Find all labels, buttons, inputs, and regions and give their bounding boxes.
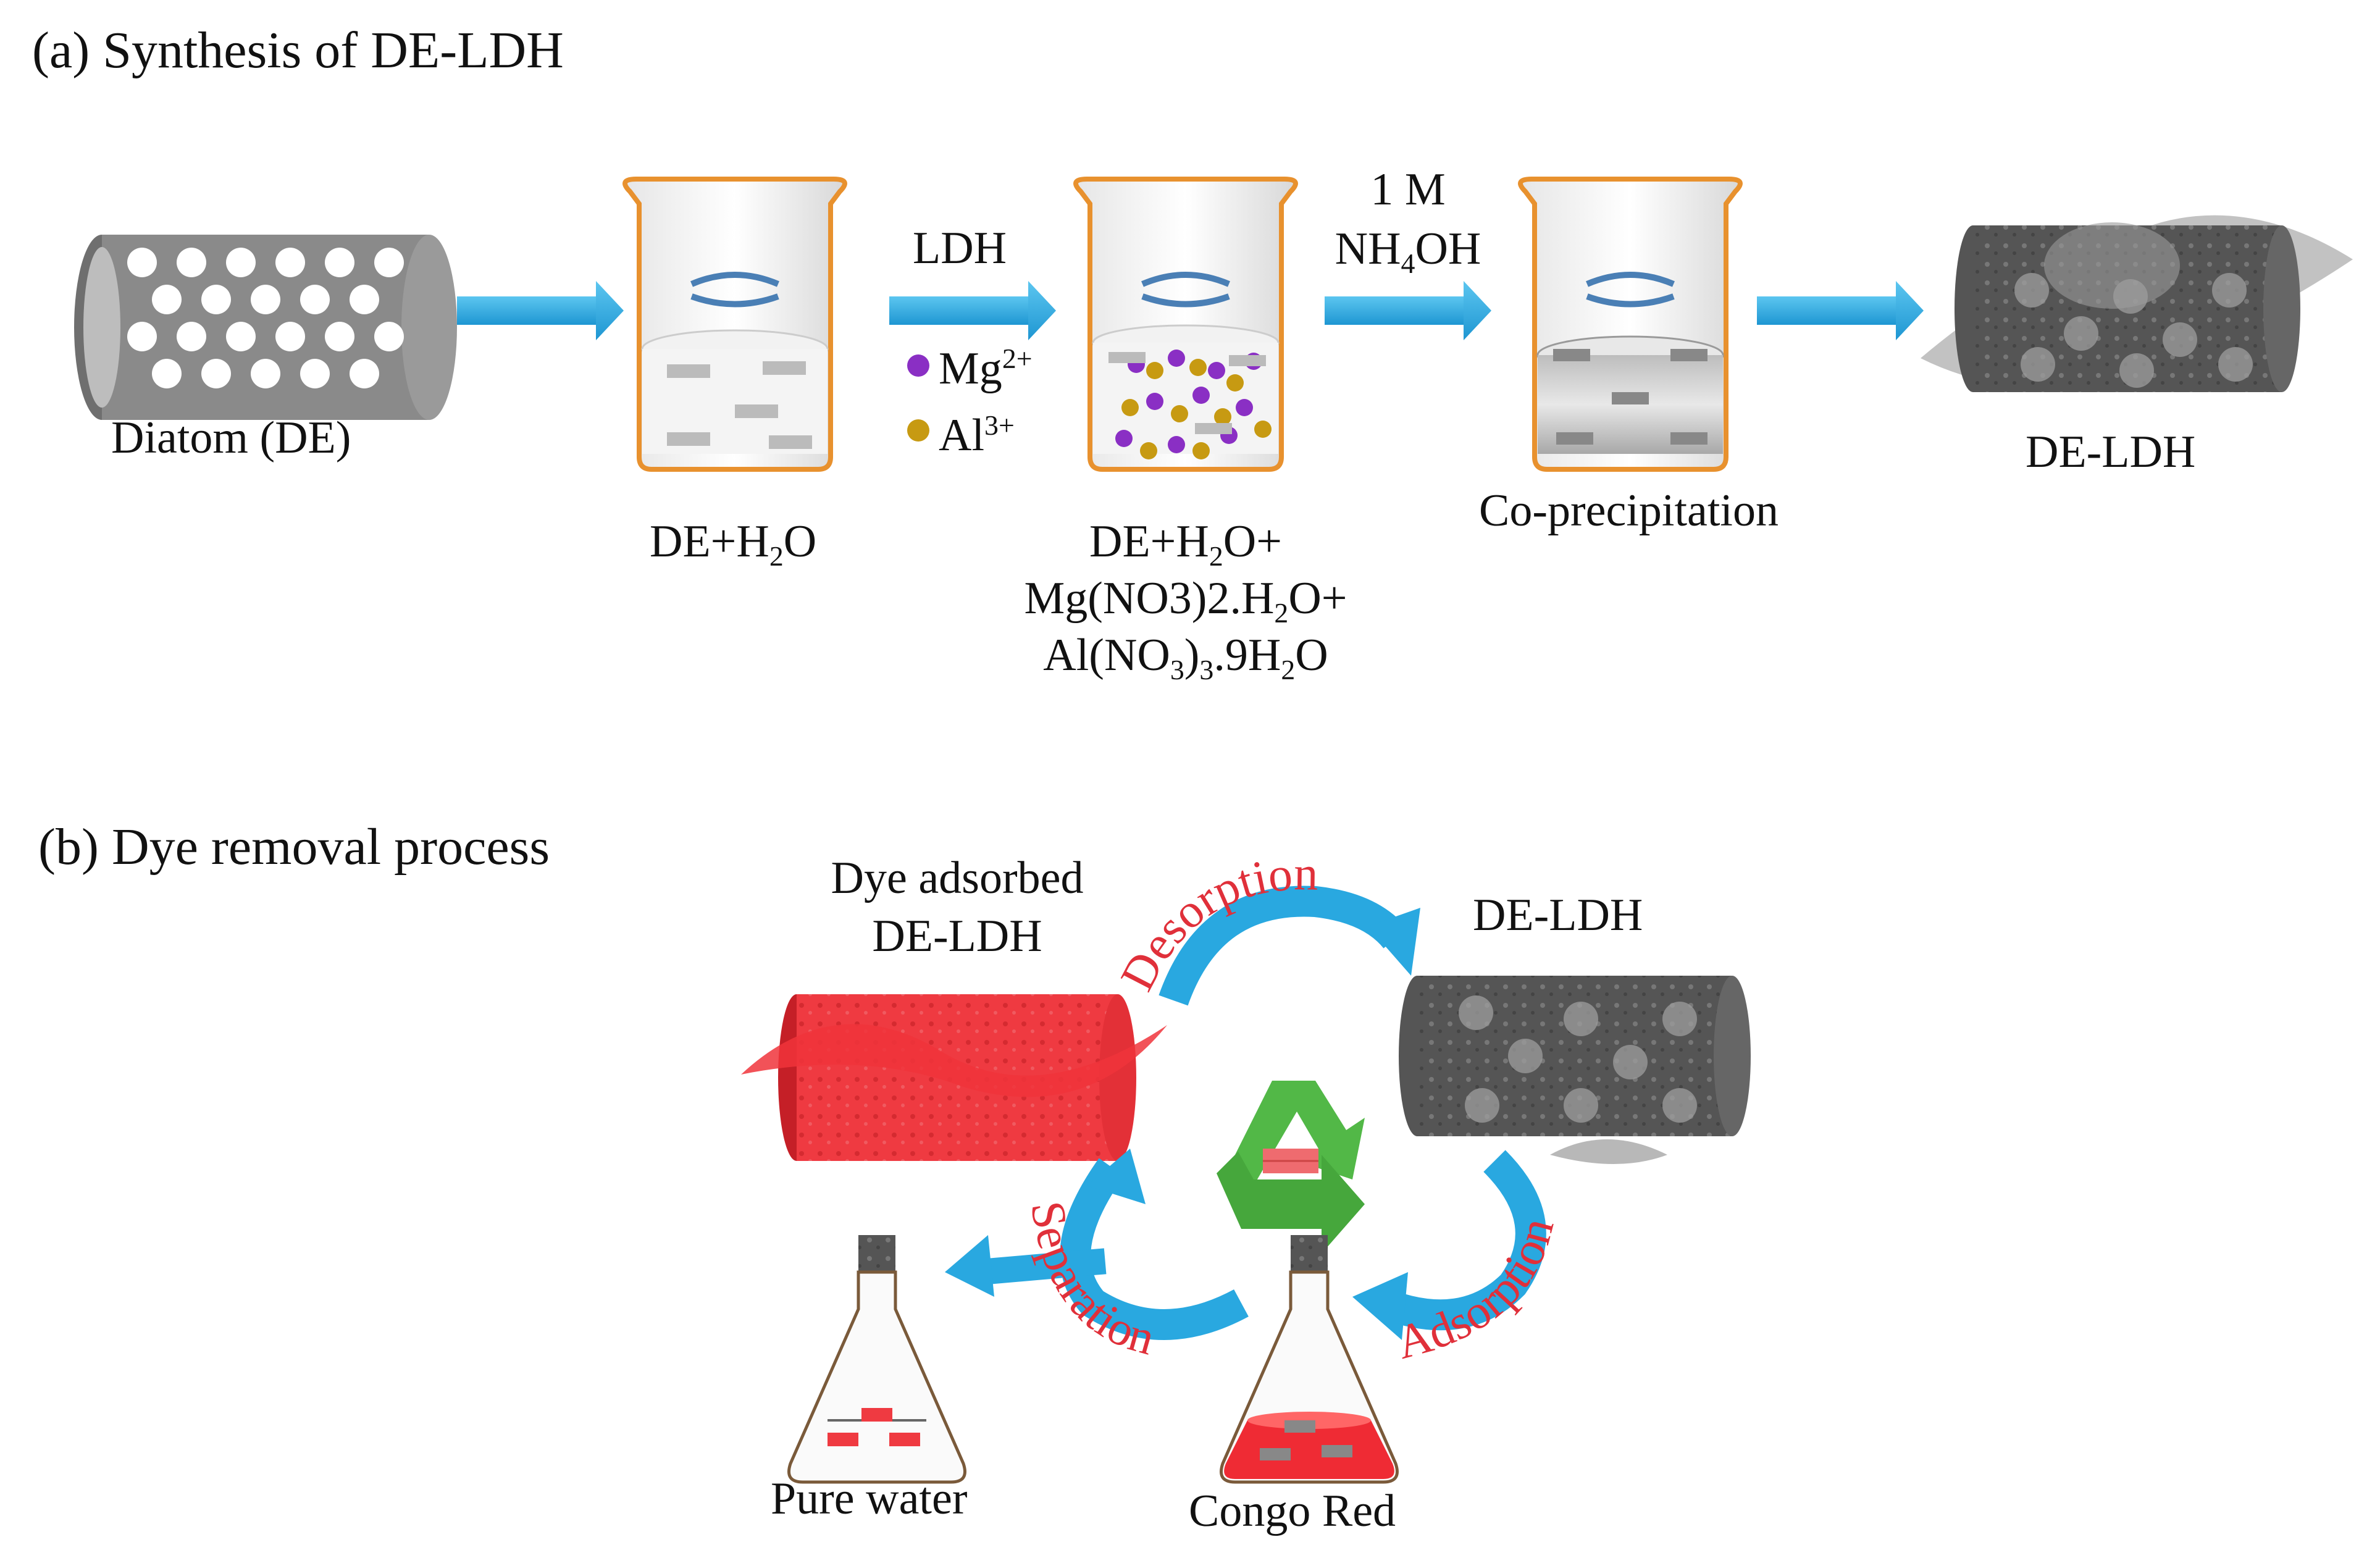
adsorption-arrow	[1352, 1150, 1546, 1340]
beaker-1-label: DE+H2O	[650, 516, 817, 572]
mg-dot	[907, 354, 929, 377]
panel-b-title: (b) Dye removal process	[38, 818, 550, 876]
adsorption-label: Adsorption	[1391, 1212, 1564, 1369]
de-ldh-cylinder	[1921, 215, 2353, 392]
beaker-3	[1518, 177, 1743, 472]
congo-red-label: Congo Red	[1189, 1486, 1396, 1536]
congo-red-flask	[1220, 1235, 1399, 1484]
desorption-label: Desorption	[1110, 846, 1318, 999]
separation-arrow	[1060, 1149, 1249, 1340]
diatom-cylinder	[74, 235, 457, 420]
arrow-to-pure-water	[945, 1235, 1107, 1297]
product-label: DE-LDH	[2026, 427, 2196, 477]
nh4oh-label: 1 M NH4OH	[1335, 164, 1481, 279]
co-precipitation-label: Co-precipitation	[1479, 485, 1779, 536]
ldh-label: LDH	[913, 223, 1007, 274]
arrow-2	[889, 281, 1056, 340]
pure-water-label: Pure water	[771, 1473, 968, 1524]
al-dot	[907, 419, 929, 442]
dye-adsorbed-cylinder	[741, 994, 1167, 1161]
panel-a-title: (a) Synthesis of DE-LDH	[32, 22, 564, 79]
pure-water-flask	[787, 1235, 966, 1484]
beaker-1	[622, 177, 847, 472]
arrow-1	[457, 281, 624, 340]
al-label: Al3+	[939, 409, 1015, 461]
de-ldh-label-b: DE-LDH	[1473, 890, 1643, 940]
de-ldh-cylinder-b	[1399, 976, 1751, 1164]
beaker-2	[1073, 177, 1298, 472]
desorption-arrow	[1159, 886, 1420, 1006]
recycle-icon	[1217, 1081, 1365, 1254]
dye-adsorbed-label: Dye adsorbed DE-LDH	[831, 853, 1084, 961]
mg-label: Mg2+	[939, 342, 1033, 394]
diatom-label: Diatom (DE)	[111, 413, 351, 463]
arrow-3	[1325, 281, 1491, 340]
arrow-4	[1757, 281, 1924, 340]
beaker-2-label: DE+H2O+ Mg(NO3)2.H2O+ Al(NO3)3.9H2O	[1024, 516, 1347, 685]
